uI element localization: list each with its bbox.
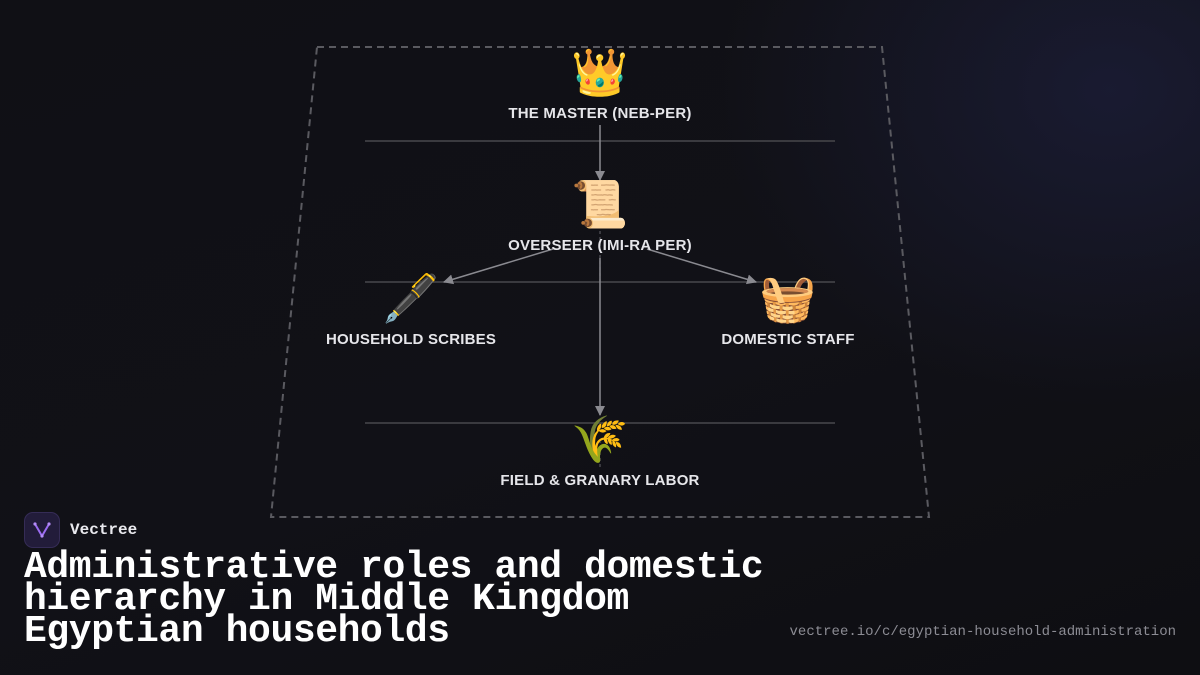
fountain-pen-icon: 🖋️ xyxy=(382,271,439,325)
page-title: Administrative roles and domestic hierar… xyxy=(24,546,764,653)
scroll-icon: 📜 xyxy=(571,177,628,231)
node-label-overseer: OVERSEER (IMI-RA PER) xyxy=(508,237,692,254)
node-master: 👑 THE MASTER (NEB-PER) xyxy=(508,45,691,122)
brand-name: Vectree xyxy=(70,521,138,539)
node-label-labor: FIELD & GRANARY LABOR xyxy=(500,472,699,489)
node-scribes: 🖋️ HOUSEHOLD SCRIBES xyxy=(326,271,496,348)
node-label-staff: DOMESTIC STAFF xyxy=(721,331,854,348)
edge-overseer-scribes xyxy=(443,248,554,285)
edge-overseer-staff xyxy=(646,248,757,285)
crown-icon: 👑 xyxy=(571,45,628,99)
node-overseer: 📜 OVERSEER (IMI-RA PER) xyxy=(508,177,692,254)
vectree-logo-icon xyxy=(24,512,60,548)
wheat-sheaf-icon: 🌾 xyxy=(571,412,628,466)
node-label-scribes: HOUSEHOLD SCRIBES xyxy=(326,331,496,348)
hierarchy-frame xyxy=(269,46,931,518)
brand: Vectree xyxy=(24,512,137,548)
node-staff: 🧺 DOMESTIC STAFF xyxy=(721,271,854,348)
source-url[interactable]: vectree.io/c/egyptian-household-administ… xyxy=(789,624,1176,640)
basket-icon: 🧺 xyxy=(759,271,816,325)
node-labor: 🌾 FIELD & GRANARY LABOR xyxy=(500,412,699,489)
node-label-master: THE MASTER (NEB-PER) xyxy=(508,105,691,122)
